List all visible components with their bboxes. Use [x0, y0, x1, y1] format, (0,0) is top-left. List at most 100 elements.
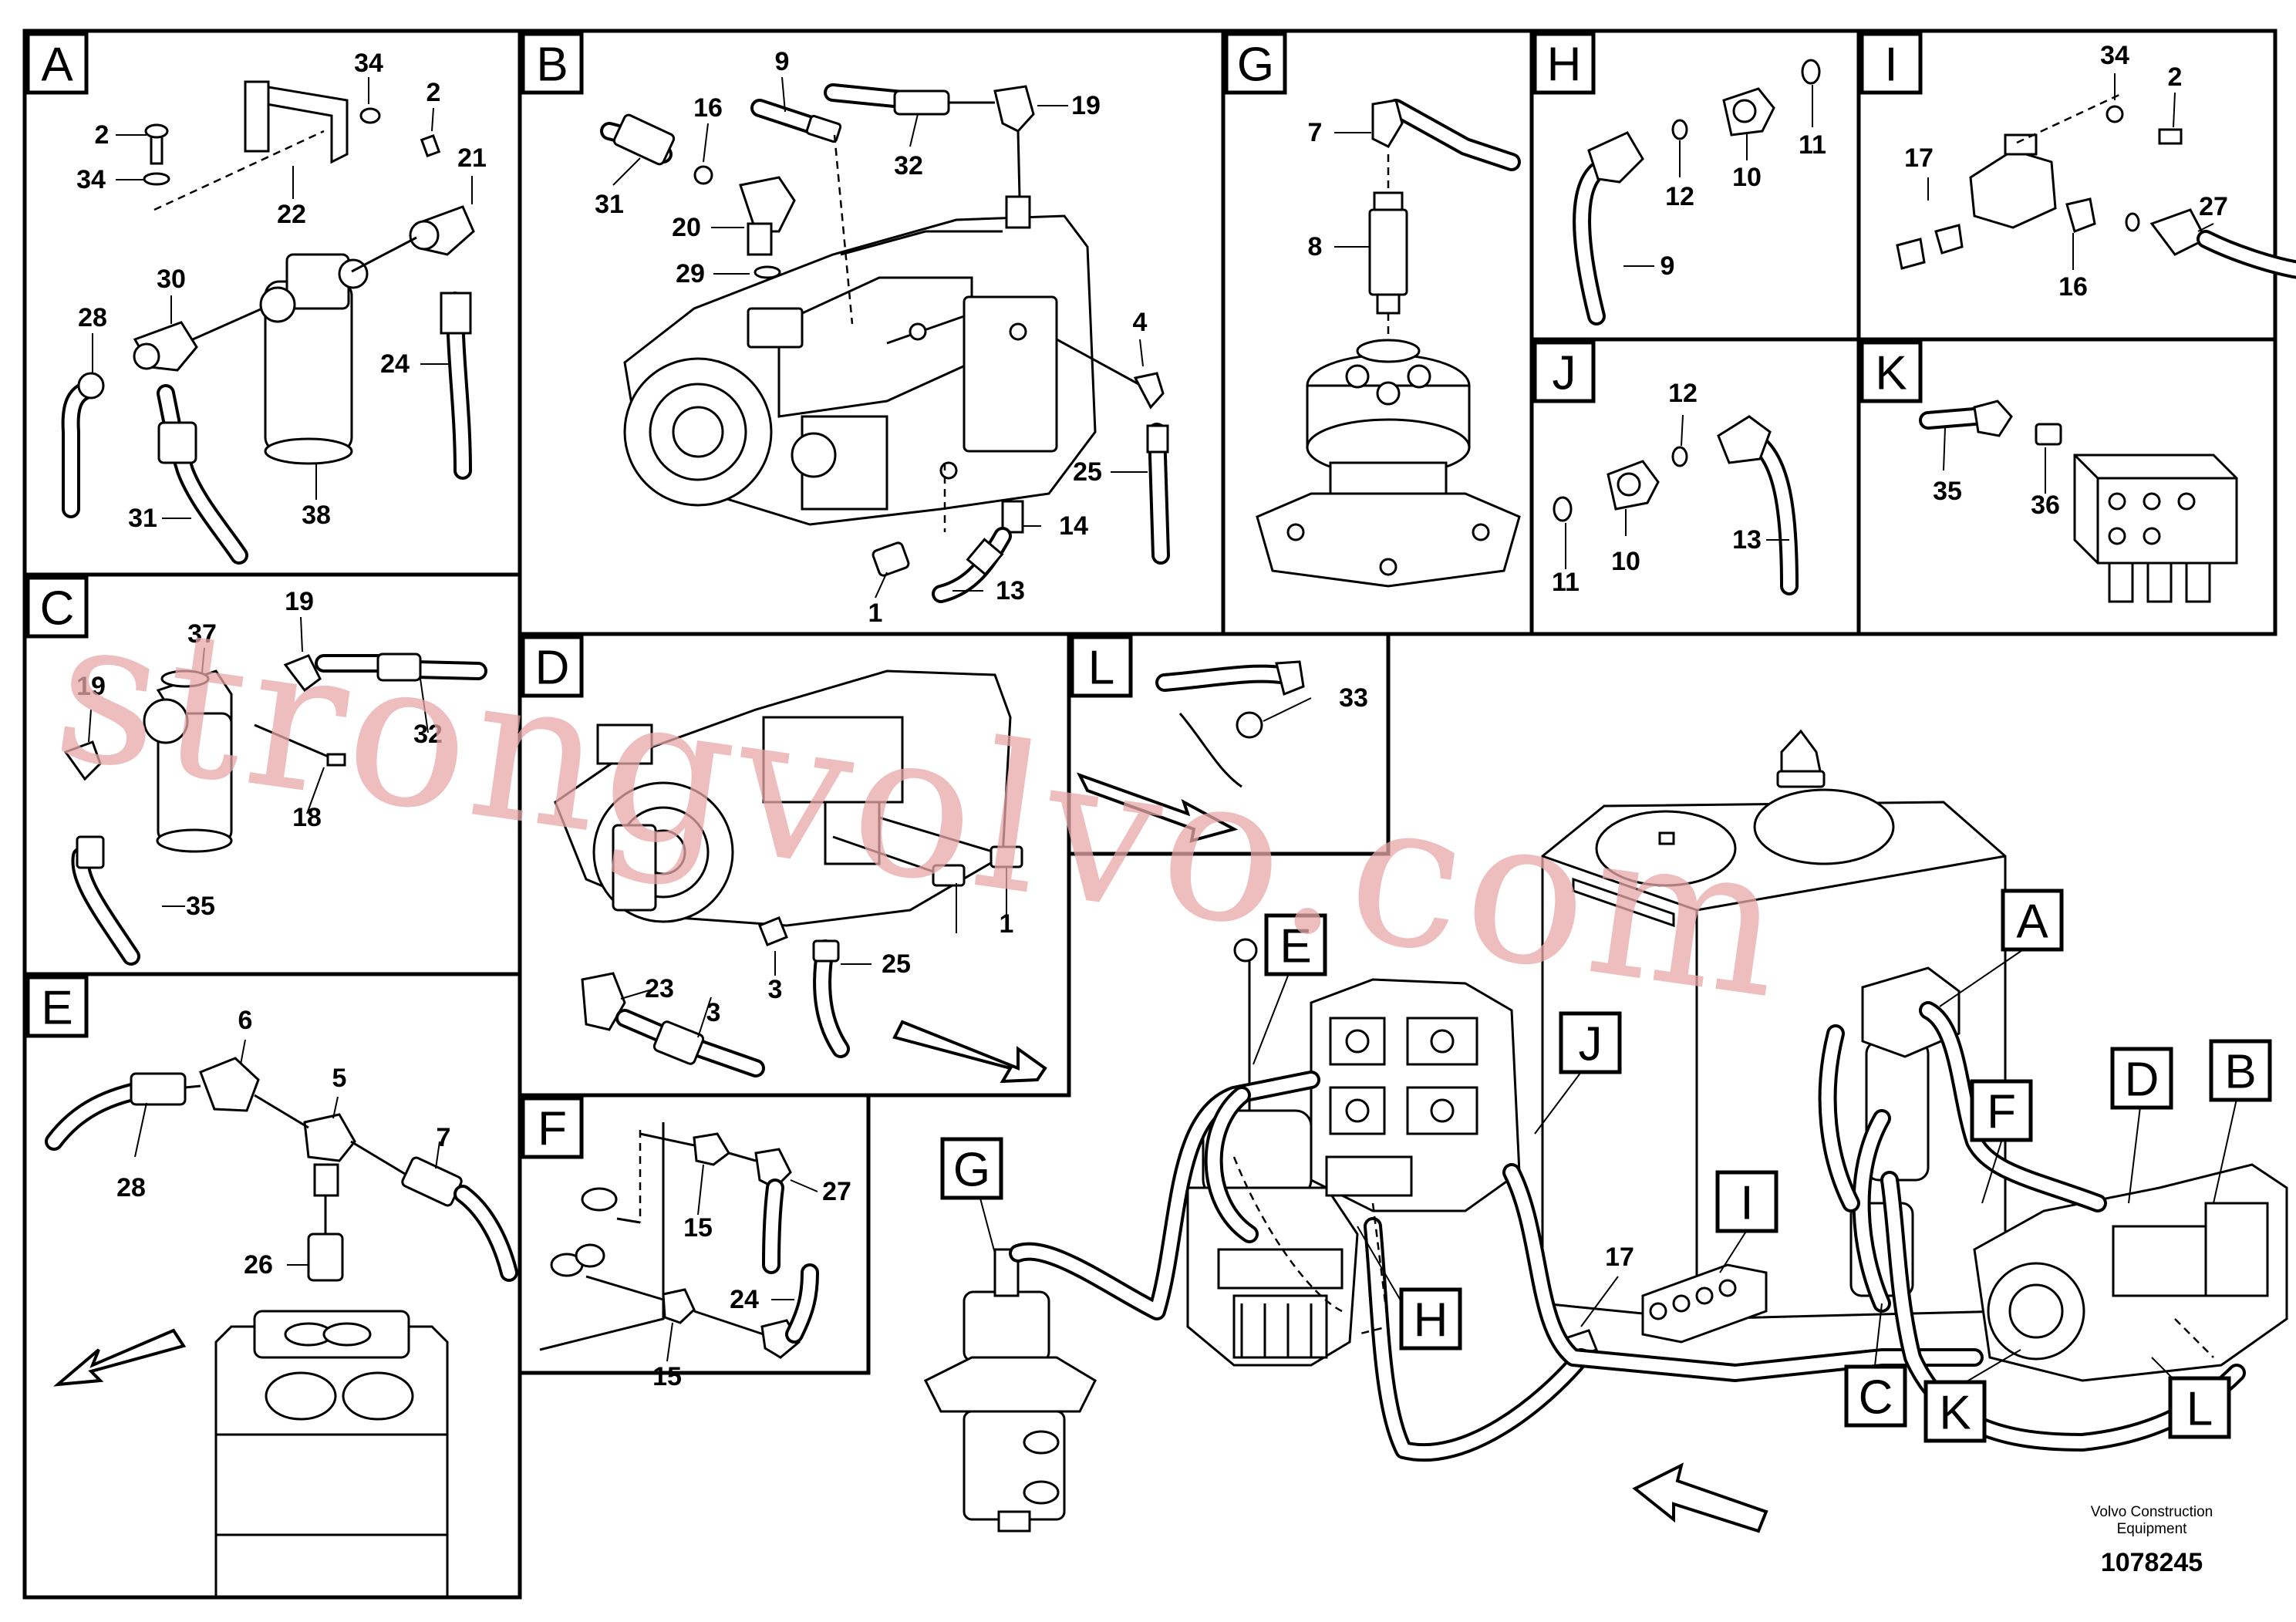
- part-label-b-25: 25: [1073, 457, 1102, 487]
- part-label-a-38: 38: [302, 501, 331, 530]
- panel-c-tag-letter: C: [40, 582, 75, 636]
- panel-c-drawing: [63, 653, 487, 966]
- overview-callout-a-letter: A: [2016, 895, 2048, 949]
- panel-d-leaders: [620, 868, 1007, 1038]
- part-label-i-34: 34: [2100, 41, 2129, 70]
- panel-tags: A B C D E F G H I J K L: [25, 32, 1923, 1159]
- part-label-b-32: 32: [894, 151, 923, 180]
- overview-callout-f: F: [1970, 1079, 2033, 1142]
- part-label-a-2: 2: [95, 120, 110, 150]
- part-label-d-1: 1: [1000, 909, 1014, 939]
- part-label-k-36: 36: [2031, 491, 2060, 520]
- panel-k-tag: K: [1859, 340, 1923, 403]
- part-label-e-6: 6: [238, 1006, 253, 1035]
- part-label-j-12: 12: [1668, 379, 1698, 408]
- panel-i-leaders: [1927, 73, 2214, 270]
- panel-k-tag-letter: K: [1875, 347, 1907, 400]
- panel-c-tag: C: [25, 575, 89, 639]
- panel-a-tag-letter: A: [41, 39, 73, 92]
- panel-i-tag-letter: I: [1884, 39, 1897, 92]
- part-label-l-33: 33: [1339, 683, 1368, 713]
- panel-j-drawing: [1553, 415, 1799, 595]
- panel-f-tag-letter: F: [538, 1103, 567, 1156]
- panel-d-drawing: [554, 669, 1023, 1077]
- part-label-f-15: 15: [652, 1362, 682, 1391]
- panel-c-leaders: [88, 616, 429, 907]
- panel-f-leaders: [666, 1164, 818, 1362]
- panel-j-tag-letter: J: [1553, 347, 1576, 400]
- part-label-a-30: 30: [157, 265, 186, 294]
- part-label-a-34: 34: [76, 165, 106, 194]
- panel-b-drawing: [600, 83, 1170, 603]
- panel-h-tag: H: [1532, 32, 1596, 95]
- panel-h-tag-letter: H: [1547, 39, 1582, 92]
- panel-a-drawing: [61, 80, 475, 565]
- part-label-k-35: 35: [1933, 477, 1962, 506]
- part-label-c-35: 35: [186, 892, 215, 921]
- overview-callout-d: D: [2110, 1047, 2173, 1110]
- overview-callout-a: A: [2001, 889, 2064, 952]
- brand-line-2: Equipment: [2117, 1521, 2188, 1537]
- part-label-i-2: 2: [2168, 62, 2183, 92]
- panel-a-leaders: [92, 77, 473, 519]
- part-label-h-11: 11: [1799, 130, 1826, 160]
- part-label-c-37: 37: [187, 619, 217, 649]
- panel-e-drawing: [45, 1057, 518, 1598]
- overview-callout-k-letter: K: [1939, 1387, 1971, 1440]
- part-label-g-8: 8: [1308, 232, 1323, 261]
- panel-i-tag: I: [1859, 32, 1923, 95]
- panel-e-direction-arrow: [52, 1328, 187, 1387]
- panel-h-leaders: [1623, 85, 1813, 267]
- part-label-b-4: 4: [1133, 308, 1148, 337]
- part-label-j-11: 11: [1552, 568, 1580, 597]
- overview-callout-l: L: [2168, 1376, 2231, 1439]
- panel-e-tag: E: [25, 975, 89, 1038]
- part-label-c-18: 18: [292, 803, 322, 832]
- part-label-j-10: 10: [1611, 547, 1640, 576]
- part-label-a-24: 24: [380, 349, 410, 379]
- overview-leaders: [979, 948, 2237, 1397]
- part-label-i-17: 17: [1904, 143, 1934, 173]
- panel-g-tag: G: [1224, 32, 1287, 95]
- part-label-h-12: 12: [1665, 182, 1694, 211]
- panel-h-drawing: [1573, 59, 1821, 325]
- panel-b-tag: B: [521, 32, 584, 95]
- part-label-b-13: 13: [996, 576, 1025, 605]
- panel-j-tag: J: [1532, 340, 1596, 403]
- panel-d-tag: D: [521, 635, 584, 698]
- panel-b-leaders: [612, 76, 1148, 599]
- panel-g-drawing: [1256, 99, 1521, 588]
- panel-l-direction-arrow: [1076, 772, 1239, 843]
- overview-callout-i: I: [1715, 1170, 1778, 1233]
- panel-k-drawing: [1919, 400, 2238, 603]
- overview-callout-f-letter: F: [1987, 1086, 2016, 1139]
- part-label-e-5: 5: [332, 1064, 347, 1093]
- overview-callout-l-letter: L: [2186, 1383, 2213, 1436]
- part-label-b-9: 9: [775, 47, 790, 76]
- part-label-a-28: 28: [78, 303, 107, 332]
- part-label-f-24: 24: [730, 1285, 759, 1314]
- panel-d-direction-arrow: [892, 1020, 1047, 1084]
- overview-callout-j: J: [1559, 1011, 1622, 1074]
- panel-j-leaders: [1565, 414, 1789, 569]
- overview-callout-i-letter: I: [1740, 1177, 1753, 1230]
- document-number: 1078245: [2101, 1548, 2203, 1577]
- part-label-a-21: 21: [457, 143, 487, 173]
- panel-l-drawing: [1155, 660, 1312, 788]
- panel-a-tag: A: [25, 32, 89, 95]
- panel-k-leaders: [1943, 427, 2046, 494]
- overview-callout-h-letter: H: [1414, 1294, 1448, 1347]
- part-label-b-31: 31: [595, 190, 624, 219]
- part-label-b-19: 19: [1071, 91, 1101, 120]
- part-label-a-34: 34: [354, 49, 383, 78]
- part-label-b-14: 14: [1059, 511, 1088, 541]
- part-label-f-15: 15: [683, 1213, 713, 1243]
- panel-l-tag: L: [1070, 635, 1133, 698]
- overview-callout-d-letter: D: [2125, 1054, 2159, 1107]
- part-label-d-25: 25: [882, 949, 911, 979]
- part-label-e-26: 26: [244, 1250, 273, 1280]
- overview-callout-b-letter: B: [2224, 1046, 2256, 1099]
